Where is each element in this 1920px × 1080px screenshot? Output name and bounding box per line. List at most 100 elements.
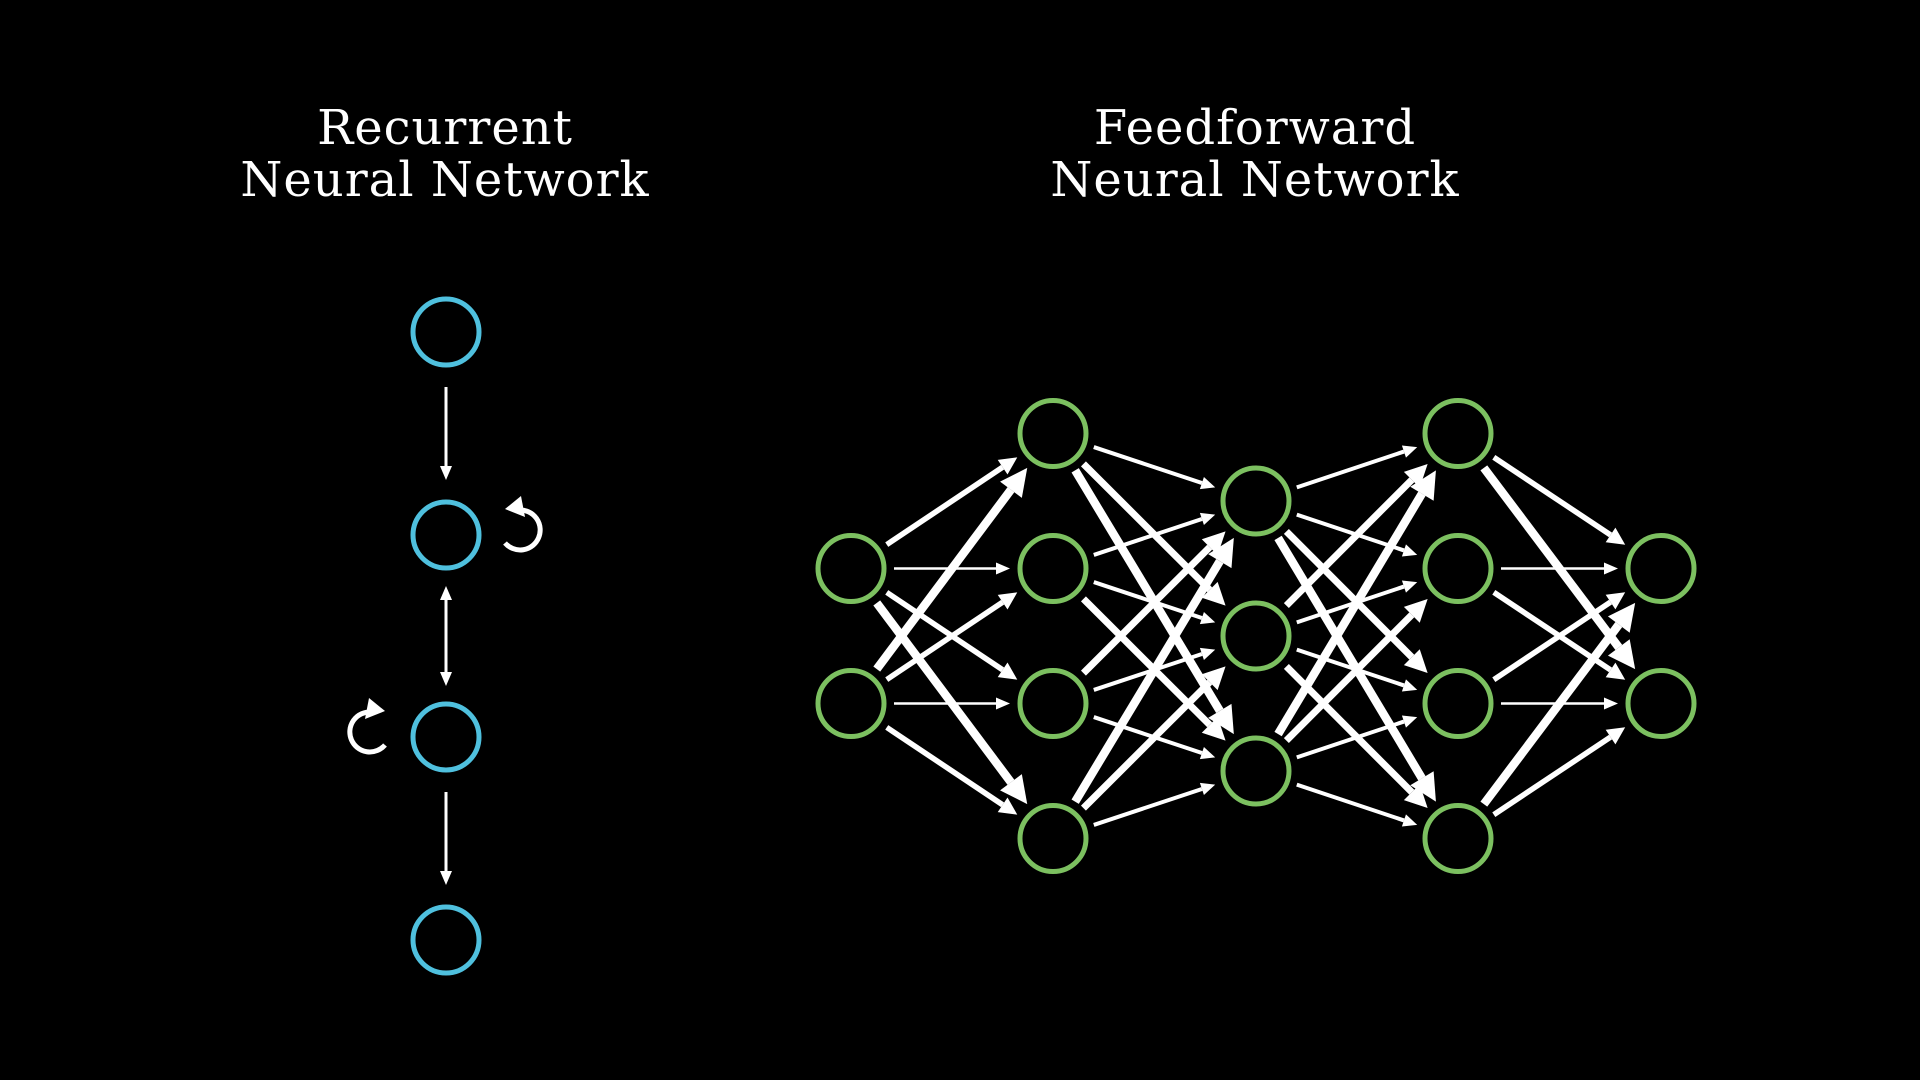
arrow-head xyxy=(997,797,1018,815)
arrow-head xyxy=(1410,771,1436,802)
arrow-shaft xyxy=(1093,652,1203,692)
ffn-connection-arrow xyxy=(1492,592,1626,682)
arrow-head xyxy=(1000,467,1028,498)
arrow-shaft xyxy=(1480,465,1623,650)
ffn-connection-arrow xyxy=(885,725,1018,815)
rnn-title-line1: Recurrent xyxy=(317,100,573,156)
ffn-connection-arrow xyxy=(1296,782,1418,827)
ffn-layer-1 xyxy=(815,533,887,739)
ffn-connection-arrow xyxy=(1093,445,1216,490)
ffn-node xyxy=(1220,600,1292,672)
arrow-head xyxy=(997,457,1018,475)
arrow-head xyxy=(1605,662,1626,680)
ffn-layer-3 xyxy=(1220,465,1292,807)
arrow-head xyxy=(996,697,1010,710)
arrow-shaft xyxy=(885,725,1005,808)
arrow-shaft xyxy=(1296,719,1405,760)
ffn-connection-arrow xyxy=(1296,580,1418,625)
arrow-head xyxy=(1605,527,1626,545)
ffn-connection-arrow xyxy=(885,590,1018,680)
arrow-shaft xyxy=(873,487,1015,672)
ffn-layer-5 xyxy=(1625,533,1697,739)
ffn-connection-arrow xyxy=(1093,580,1216,625)
ffn-node xyxy=(1017,398,1089,469)
ffn-title-line1: Feedforward xyxy=(1093,100,1417,156)
arrow-shaft xyxy=(885,599,1005,682)
ffn-connection-arrow xyxy=(1080,666,1226,811)
arrow-head xyxy=(1401,445,1418,458)
arrow-head xyxy=(1607,602,1636,633)
ffn-connection-arrow xyxy=(1093,647,1216,692)
arrow-head xyxy=(1000,774,1028,805)
ffn-connection-arrow xyxy=(1093,512,1216,557)
arrow-head xyxy=(1199,512,1216,526)
arrow-shaft xyxy=(1296,449,1405,490)
ffn-connection-arrow xyxy=(1480,602,1636,807)
ffn-connection-arrow xyxy=(1080,531,1226,676)
ffn-connection-arrow xyxy=(885,592,1018,682)
loop-arrow-icon xyxy=(347,698,387,755)
rnn-diagram xyxy=(347,296,543,976)
arrow-up xyxy=(440,586,452,636)
rnn-node xyxy=(410,701,482,773)
arrow-head xyxy=(1410,470,1436,501)
ffn-connection-arrow xyxy=(1501,562,1618,575)
ffn-node xyxy=(1625,533,1697,604)
arrow-shaft xyxy=(1093,580,1203,620)
arrow-shaft xyxy=(1480,622,1623,807)
arrow-shaft xyxy=(1274,491,1426,737)
arrow-shaft xyxy=(1296,647,1405,688)
arrow-shaft xyxy=(1492,599,1613,682)
arrow-head xyxy=(1199,746,1216,760)
ffn-node xyxy=(1422,668,1494,739)
arrow-head xyxy=(1401,715,1418,728)
ffn-connection-arrow xyxy=(885,457,1018,547)
loop-arrowhead xyxy=(505,496,525,517)
ffn-connection-arrow xyxy=(1296,647,1418,692)
ffn-connection-arrow xyxy=(894,562,1010,575)
arrow-shaft xyxy=(1093,787,1203,827)
arrow-head xyxy=(440,466,452,480)
ffn-node xyxy=(1017,533,1089,604)
ffn-node xyxy=(1017,803,1089,874)
ffn-layer-2 xyxy=(1017,398,1089,874)
arrow-head xyxy=(997,592,1018,610)
arrow-head xyxy=(440,871,452,885)
arrow-head xyxy=(1199,782,1216,796)
ffn-connection-arrow xyxy=(1296,445,1418,490)
ffn-connection-arrow xyxy=(873,467,1028,672)
rnn-bidirectional-arrow xyxy=(440,586,452,686)
ffn-node xyxy=(1625,668,1697,739)
ffn-connection-arrow xyxy=(1274,535,1436,802)
ffn-node xyxy=(1220,465,1292,537)
ffn-connections xyxy=(873,445,1636,827)
rnn-forward-arrow xyxy=(440,387,452,480)
arrow-head xyxy=(997,662,1018,680)
ffn-connection-arrow xyxy=(1480,465,1636,670)
arrow-head xyxy=(1401,814,1418,827)
arrow-head xyxy=(440,586,452,600)
arrow-head xyxy=(1199,476,1216,490)
arrow-down xyxy=(440,636,452,686)
arrow-head xyxy=(1201,716,1226,741)
ffn-connection-arrow xyxy=(1296,715,1418,760)
arrow-shaft xyxy=(885,590,1005,673)
arrow-shaft xyxy=(1296,584,1405,625)
arrow-shaft xyxy=(1492,455,1613,538)
arrow-shaft xyxy=(885,464,1005,547)
arrow-shaft xyxy=(1492,734,1613,817)
ffn-connection-arrow xyxy=(1492,455,1626,545)
rnn-node xyxy=(410,904,482,976)
arrow-head xyxy=(1605,727,1626,745)
ffn-diagram xyxy=(815,398,1697,874)
ffn-node xyxy=(815,668,887,739)
ffn-connection-arrow xyxy=(1492,727,1626,817)
arrow-shaft xyxy=(1283,612,1415,744)
ffn-node xyxy=(1422,533,1494,604)
arrow-shaft xyxy=(1296,512,1405,553)
rnn-node xyxy=(410,296,482,368)
loop-arc xyxy=(347,709,387,755)
ffn-connection-arrow xyxy=(1093,715,1216,760)
arrow-head xyxy=(1199,647,1216,661)
